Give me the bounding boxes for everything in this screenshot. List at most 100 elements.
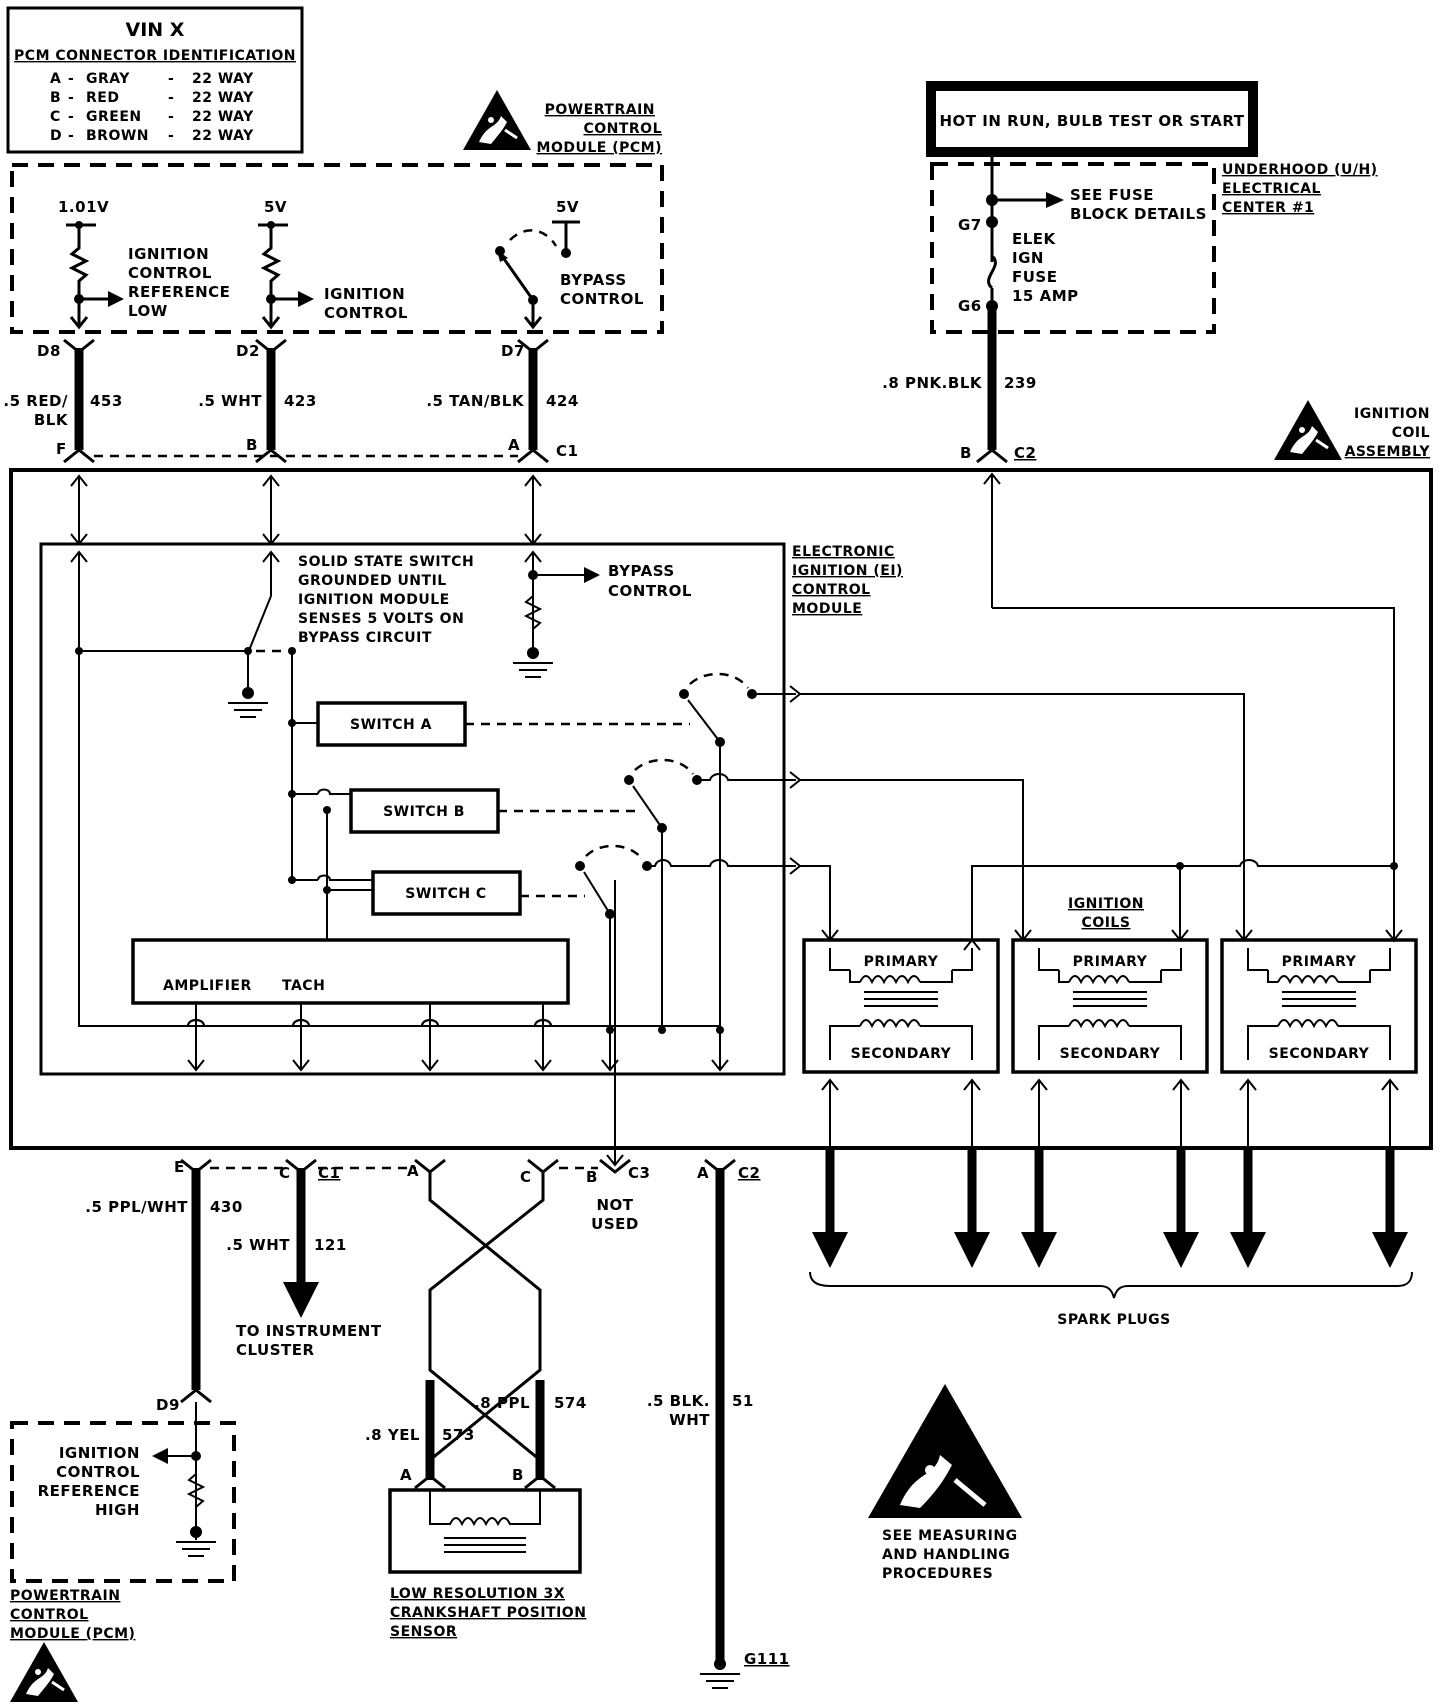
svg-text:A: A [407,1162,419,1180]
svg-text:C1: C1 [556,442,578,460]
svg-text:SWITCH C: SWITCH C [405,886,486,902]
svg-text:1.01V: 1.01V [58,198,109,216]
svg-text:SOLID STATE SWITCH: SOLID STATE SWITCH [298,554,474,570]
svg-text:-: - [168,71,174,87]
svg-text:USED: USED [591,1215,639,1233]
svg-text:NOT: NOT [596,1196,633,1214]
svg-text:C1: C1 [318,1164,340,1182]
vin-title: VIN X [126,19,185,41]
svg-text:MODULE (PCM): MODULE (PCM) [537,140,662,156]
svg-text:COIL: COIL [1392,425,1430,441]
svg-text:LOW: LOW [128,302,168,320]
svg-text:453: 453 [90,392,123,410]
svg-text:CONTROL: CONTROL [10,1607,89,1623]
svg-text:D: D [50,128,62,144]
svg-text:C: C [50,109,61,125]
svg-text:PRIMARY: PRIMARY [1073,954,1148,970]
svg-text:-: - [68,71,74,87]
svg-text:B: B [586,1168,598,1186]
svg-text:BLK: BLK [34,411,69,429]
svg-text:PRIMARY: PRIMARY [864,954,939,970]
svg-text:573: 573 [442,1426,475,1444]
esd-warning-icon [1272,398,1344,462]
svg-text:D7: D7 [501,342,525,360]
svg-text:CONTROL: CONTROL [792,582,871,598]
svg-text:22 WAY: 22 WAY [192,71,254,87]
svg-text:HIGH: HIGH [95,1501,140,1519]
svg-text:CRANKSHAFT POSITION: CRANKSHAFT POSITION [390,1605,586,1621]
svg-text:CENTER #1: CENTER #1 [1222,200,1314,216]
ignition-coil-assembly: IGNITION COIL ASSEMBLY [9,398,1433,1150]
svg-text:PRIMARY: PRIMARY [1282,954,1357,970]
svg-text:22 WAY: 22 WAY [192,90,254,106]
esd-warning-icon [8,1640,80,1704]
crankshaft-position-sensor: A B LOW RESOLUTION 3X CRANKSHAFT POSITIO… [388,1466,586,1640]
svg-text:GREEN: GREEN [86,109,142,125]
esd-note: SEE MEASURING AND HANDLING PROCEDURES [868,1384,1022,1582]
svg-text:SECONDARY: SECONDARY [1269,1046,1370,1062]
svg-text:POWERTRAIN: POWERTRAIN [10,1588,120,1604]
svg-text:-: - [68,109,74,125]
svg-text:PROCEDURES: PROCEDURES [882,1566,993,1582]
svg-text:22 WAY: 22 WAY [192,128,254,144]
svg-text:430: 430 [210,1198,243,1216]
crank-wire-labels: .8 YEL 573 .8 PPL 574 [365,1394,586,1444]
coil-1: PRIMARY SECONDARY [802,938,1000,1074]
svg-text:-: - [68,128,74,144]
svg-text:CONTROL: CONTROL [583,121,662,137]
svg-text:423: 423 [284,392,317,410]
svg-text:BYPASS: BYPASS [560,271,627,289]
amplifier-tach-block: AMPLIFIER TACH [131,938,570,1005]
svg-text:.8 PNK.BLK: .8 PNK.BLK [882,374,983,392]
bottom-connectors: E .5 PPL/WHT 430 D9 C C1 .5 WHT 121 TO I… [85,1158,789,1689]
svg-text:CONTROL: CONTROL [608,582,692,600]
svg-text:WHT: WHT [669,1411,710,1429]
svg-text:D2: D2 [236,342,260,360]
svg-text:UNDERHOOD (U/H): UNDERHOOD (U/H) [1222,162,1378,178]
svg-text:ELECTRONIC: ELECTRONIC [792,544,895,560]
svg-text:G7: G7 [958,216,982,234]
svg-text:IGNITION: IGNITION [128,245,209,263]
vin-connector-id-box: VIN X PCM CONNECTOR IDENTIFICATION A- GR… [6,6,304,154]
svg-text:E: E [174,1158,185,1176]
spark-plug-leads: SPARK PLUGS [809,1078,1413,1328]
svg-text:B: B [512,1466,524,1484]
svg-text:.8 PPL: .8 PPL [474,1394,530,1412]
svg-text:SEE MEASURING: SEE MEASURING [882,1528,1018,1544]
svg-text:CONTROL: CONTROL [128,264,212,282]
esd-warning-icon [461,88,533,152]
svg-text:D9: D9 [156,1396,180,1414]
svg-text:REFERENCE: REFERENCE [128,283,230,301]
svg-text:TO INSTRUMENT: TO INSTRUMENT [236,1322,382,1340]
svg-text:-: - [168,109,174,125]
svg-text:B: B [246,436,258,454]
pcm-top-module: POWERTRAIN CONTROL MODULE (PCM) 1.01V IG… [10,88,664,360]
svg-text:BYPASS CIRCUIT: BYPASS CIRCUIT [298,630,432,646]
ignition-coils: IGNITION COILS PRIMARY SECONDARY PRIMARY… [802,896,1418,1074]
svg-text:.5 TAN/BLK: .5 TAN/BLK [426,392,525,410]
svg-text:IGN: IGN [1012,249,1044,267]
svg-text:5V: 5V [264,198,287,216]
svg-text:REFERENCE: REFERENCE [38,1482,140,1500]
svg-text:22 WAY: 22 WAY [192,109,254,125]
svg-text:.5 WHT: .5 WHT [198,392,262,410]
svg-text:C: C [279,1164,291,1182]
svg-text:BLOCK DETAILS: BLOCK DETAILS [1070,205,1207,223]
svg-text:-: - [168,90,174,106]
hot-in-run-box: HOT IN RUN, BULB TEST OR START [926,81,1258,157]
svg-text:RED: RED [86,90,119,106]
svg-text:POWERTRAIN: POWERTRAIN [545,102,655,118]
svg-text:CONTROL: CONTROL [324,304,408,322]
svg-text:.8 YEL: .8 YEL [365,1426,420,1444]
svg-text:F: F [56,440,67,458]
top-connector-c1: F B A C1 [56,436,578,460]
svg-text:COILS: COILS [1082,915,1131,931]
svg-text:SWITCH B: SWITCH B [383,804,465,820]
svg-text:LOW RESOLUTION 3X: LOW RESOLUTION 3X [390,1586,565,1602]
svg-text:MODULE (PCM): MODULE (PCM) [10,1626,135,1642]
switch-b: SWITCH B [349,788,500,834]
svg-text:ELECTRICAL: ELECTRICAL [1222,181,1321,197]
svg-text:IGNITION: IGNITION [1068,896,1144,912]
svg-text:CLUSTER: CLUSTER [236,1341,315,1359]
svg-text:.5 WHT: .5 WHT [226,1236,290,1254]
